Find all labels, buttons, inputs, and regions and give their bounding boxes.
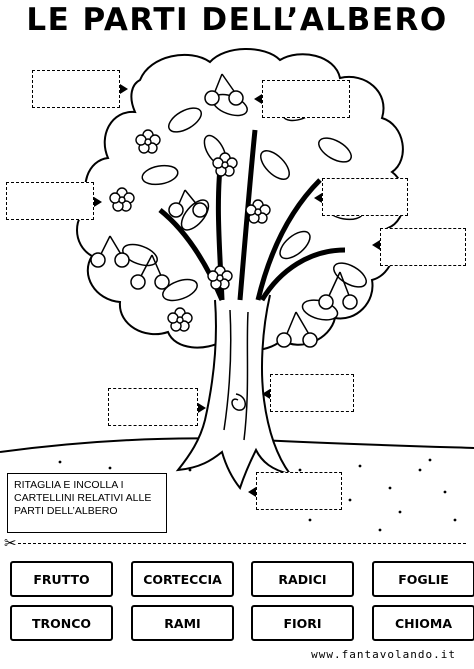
label-box-5[interactable] [380,228,466,266]
card-rami[interactable]: RAMI [131,605,234,641]
card-tronco[interactable]: TRONCO [10,605,113,641]
label-box-7[interactable] [270,374,354,412]
card-corteccia[interactable]: CORTECCIA [131,561,234,597]
label-box-2[interactable] [262,80,350,118]
scissors-icon: ✂ [4,534,17,552]
label-box-3[interactable] [6,182,94,220]
label-box-1[interactable] [32,70,120,108]
cut-line [18,543,466,544]
label-box-4[interactable] [322,178,408,216]
label-box-6[interactable] [108,388,198,426]
card-chioma[interactable]: CHIOMA [372,605,474,641]
card-radici[interactable]: RADICI [251,561,354,597]
label-box-8[interactable] [256,472,342,510]
instructions-box: RITAGLIA E INCOLLA I CARTELLINI RELATIVI… [7,473,167,533]
website-link[interactable]: www.fantavolando.it [311,648,456,661]
page-title: LE PARTI DELL’ALBERO [26,2,448,38]
card-frutto[interactable]: FRUTTO [10,561,113,597]
card-fiori[interactable]: FIORI [251,605,354,641]
card-foglie[interactable]: FOGLIE [372,561,474,597]
